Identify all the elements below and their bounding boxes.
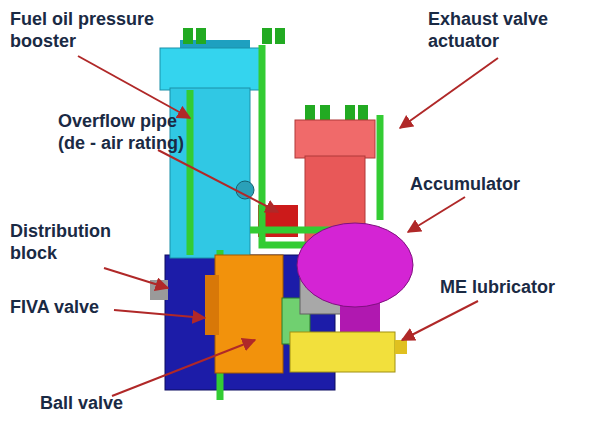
- lubricator-end: [395, 340, 407, 354]
- part-label: Distribution block: [10, 220, 130, 264]
- part-label: Overflow pipe (de - air rating): [58, 110, 203, 154]
- bolts: [183, 28, 368, 123]
- booster-top: [160, 48, 260, 90]
- accumulator-sphere: [297, 223, 413, 307]
- leader-lines: [78, 56, 498, 396]
- part-label: Fuel oil pressure booster: [10, 8, 170, 52]
- part-label: Exhaust valve actuator: [428, 8, 578, 52]
- actuator-top: [295, 120, 375, 158]
- part-label: FIVA valve: [10, 296, 99, 318]
- booster-port: [236, 181, 254, 199]
- part-label: Accumulator: [410, 173, 520, 195]
- fiva-side: [205, 275, 219, 335]
- fiva-valve: [215, 255, 283, 373]
- part-label: ME lubricator: [440, 276, 555, 298]
- part-label: Ball valve: [40, 392, 123, 414]
- me-lubricator: [290, 332, 395, 372]
